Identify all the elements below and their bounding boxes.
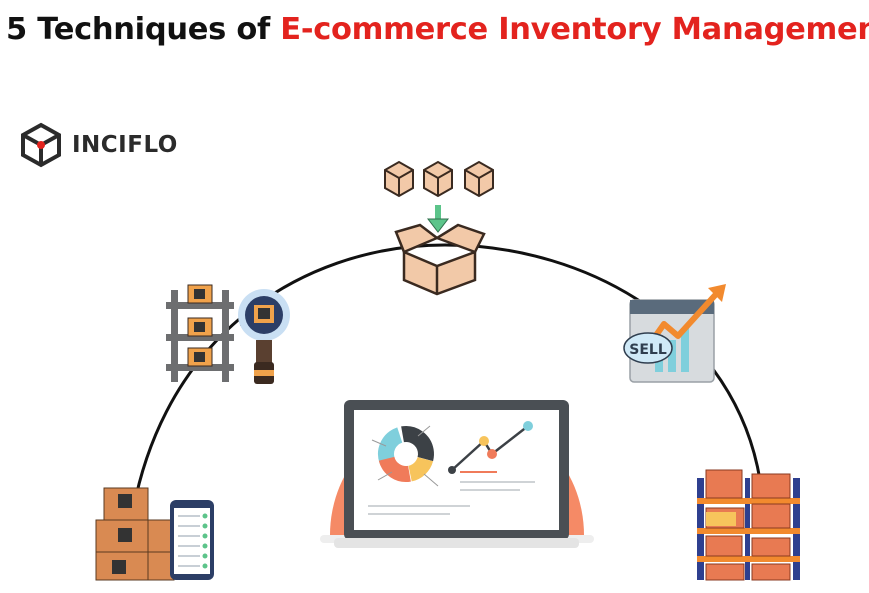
boxes-mobile-checklist-icon: [95, 487, 214, 581]
page-title: 5 Techniques of E-commerce Inventory Man…: [6, 12, 869, 47]
sell-growth-chart-icon: SELL: [623, 284, 726, 383]
boxes-into-open-box-icon: [384, 160, 494, 296]
brand-logo: INCIFLO: [18, 122, 178, 168]
title-prefix: 5 Techniques of: [6, 12, 281, 47]
warehouse-rack-icon: [697, 469, 800, 581]
sell-label: SELL: [629, 342, 667, 358]
brand-name: INCIFLO: [72, 132, 178, 158]
qr-shelf-scanner-icon: [166, 284, 290, 384]
laptop-analytics-icon: [334, 400, 579, 548]
title-highlight: E-commerce Inventory Management: [280, 12, 869, 47]
hexagon-cube-logo-icon: [21, 122, 61, 168]
